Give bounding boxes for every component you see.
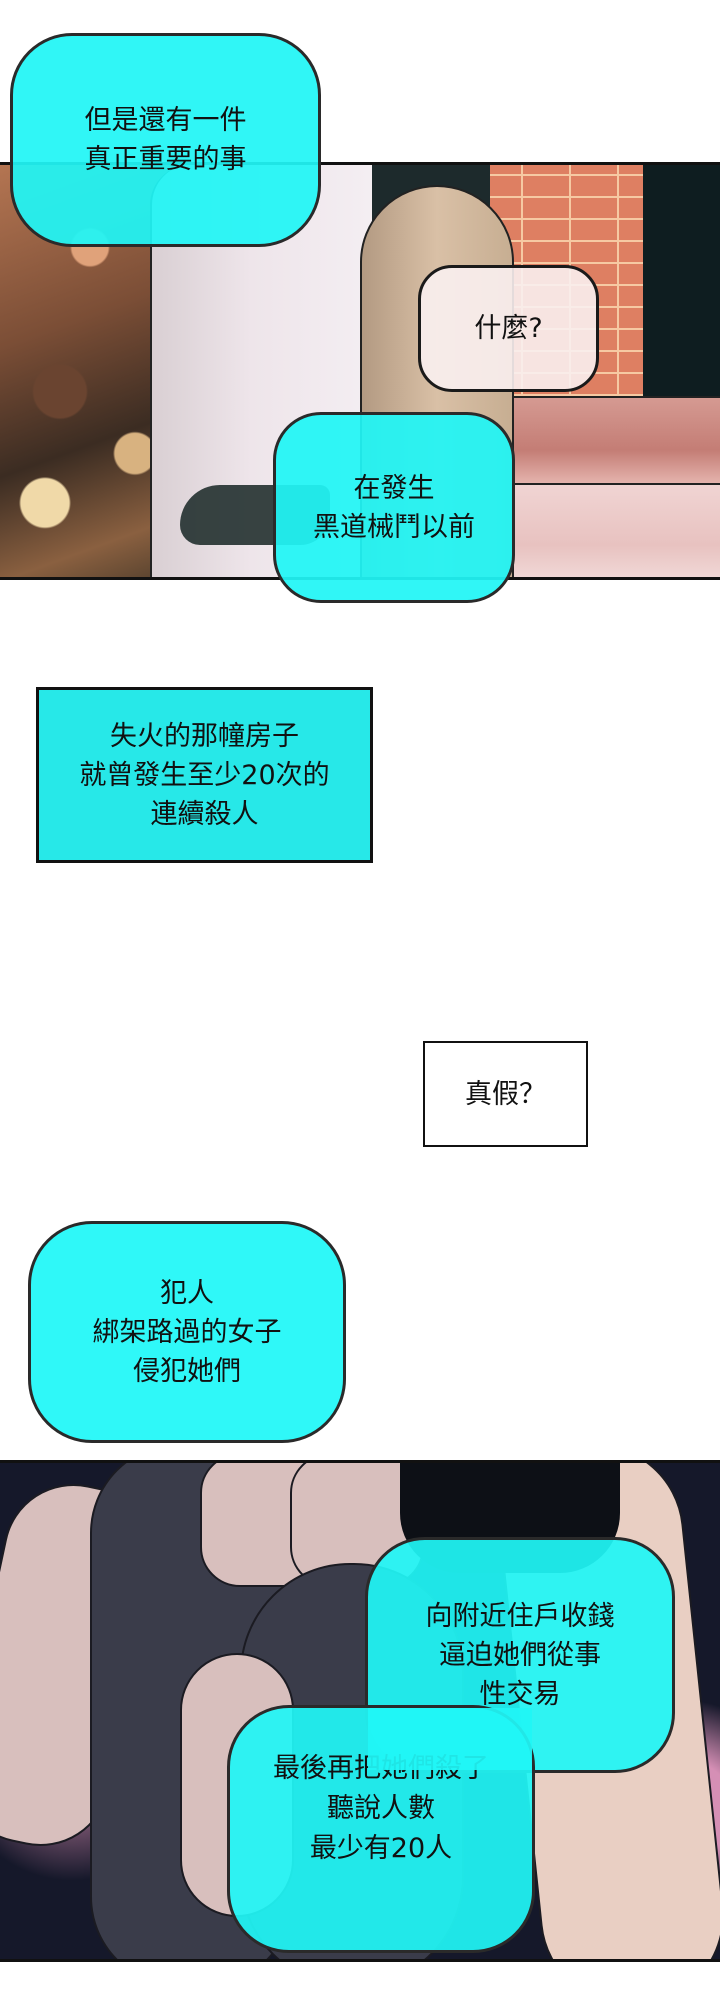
narration-box-burned-house: 失火的那幢房子 就曾發生至少20次的 連續殺人 bbox=[36, 687, 373, 863]
bubble-line: 在發生 bbox=[353, 472, 435, 504]
bubble-line: 但是還有一件 bbox=[84, 105, 247, 136]
dark-window-art bbox=[643, 165, 720, 396]
bubble-line: 性交易 bbox=[479, 1678, 561, 1710]
narration-line: 真假？ bbox=[465, 1078, 546, 1110]
bubble-line: 什麼? bbox=[474, 313, 543, 344]
speech-bubble-before-gang-fight: 在發生 黑道械鬥以前 bbox=[273, 412, 515, 603]
speech-bubble-culprit: 犯人 綁架路過的女子 侵犯她們 bbox=[28, 1221, 346, 1443]
bubble-line: 向附近住戶收錢 bbox=[425, 1600, 615, 1632]
narration-line: 就曾發生至少20次的 bbox=[79, 759, 330, 791]
stained-wall-ledge-art bbox=[488, 396, 720, 485]
bubble-merge-seam bbox=[368, 1708, 532, 1770]
narration-line: 失火的那幢房子 bbox=[110, 720, 299, 752]
bubble-line: 犯人 bbox=[160, 1277, 214, 1309]
bubble-line: 真正重要的事 bbox=[84, 144, 247, 175]
speech-bubble-important-thing: 但是還有一件 真正重要的事 bbox=[10, 33, 321, 247]
bubble-line: 聽說人數 bbox=[327, 1793, 435, 1824]
bubble-line: 綁架路過的女子 bbox=[92, 1316, 282, 1348]
bubble-line: 黑道械鬥以前 bbox=[313, 511, 475, 543]
narration-box-really: 真假？ bbox=[423, 1041, 588, 1147]
bubble-line: 最少有20人 bbox=[309, 1833, 453, 1864]
narration-line: 連續殺人 bbox=[150, 798, 259, 830]
speech-bubble-what: 什麼? bbox=[418, 265, 599, 392]
stained-wall-base-art bbox=[488, 483, 720, 577]
bubble-line: 逼迫她們從事 bbox=[439, 1639, 601, 1671]
bubble-line: 侵犯她們 bbox=[133, 1355, 241, 1387]
